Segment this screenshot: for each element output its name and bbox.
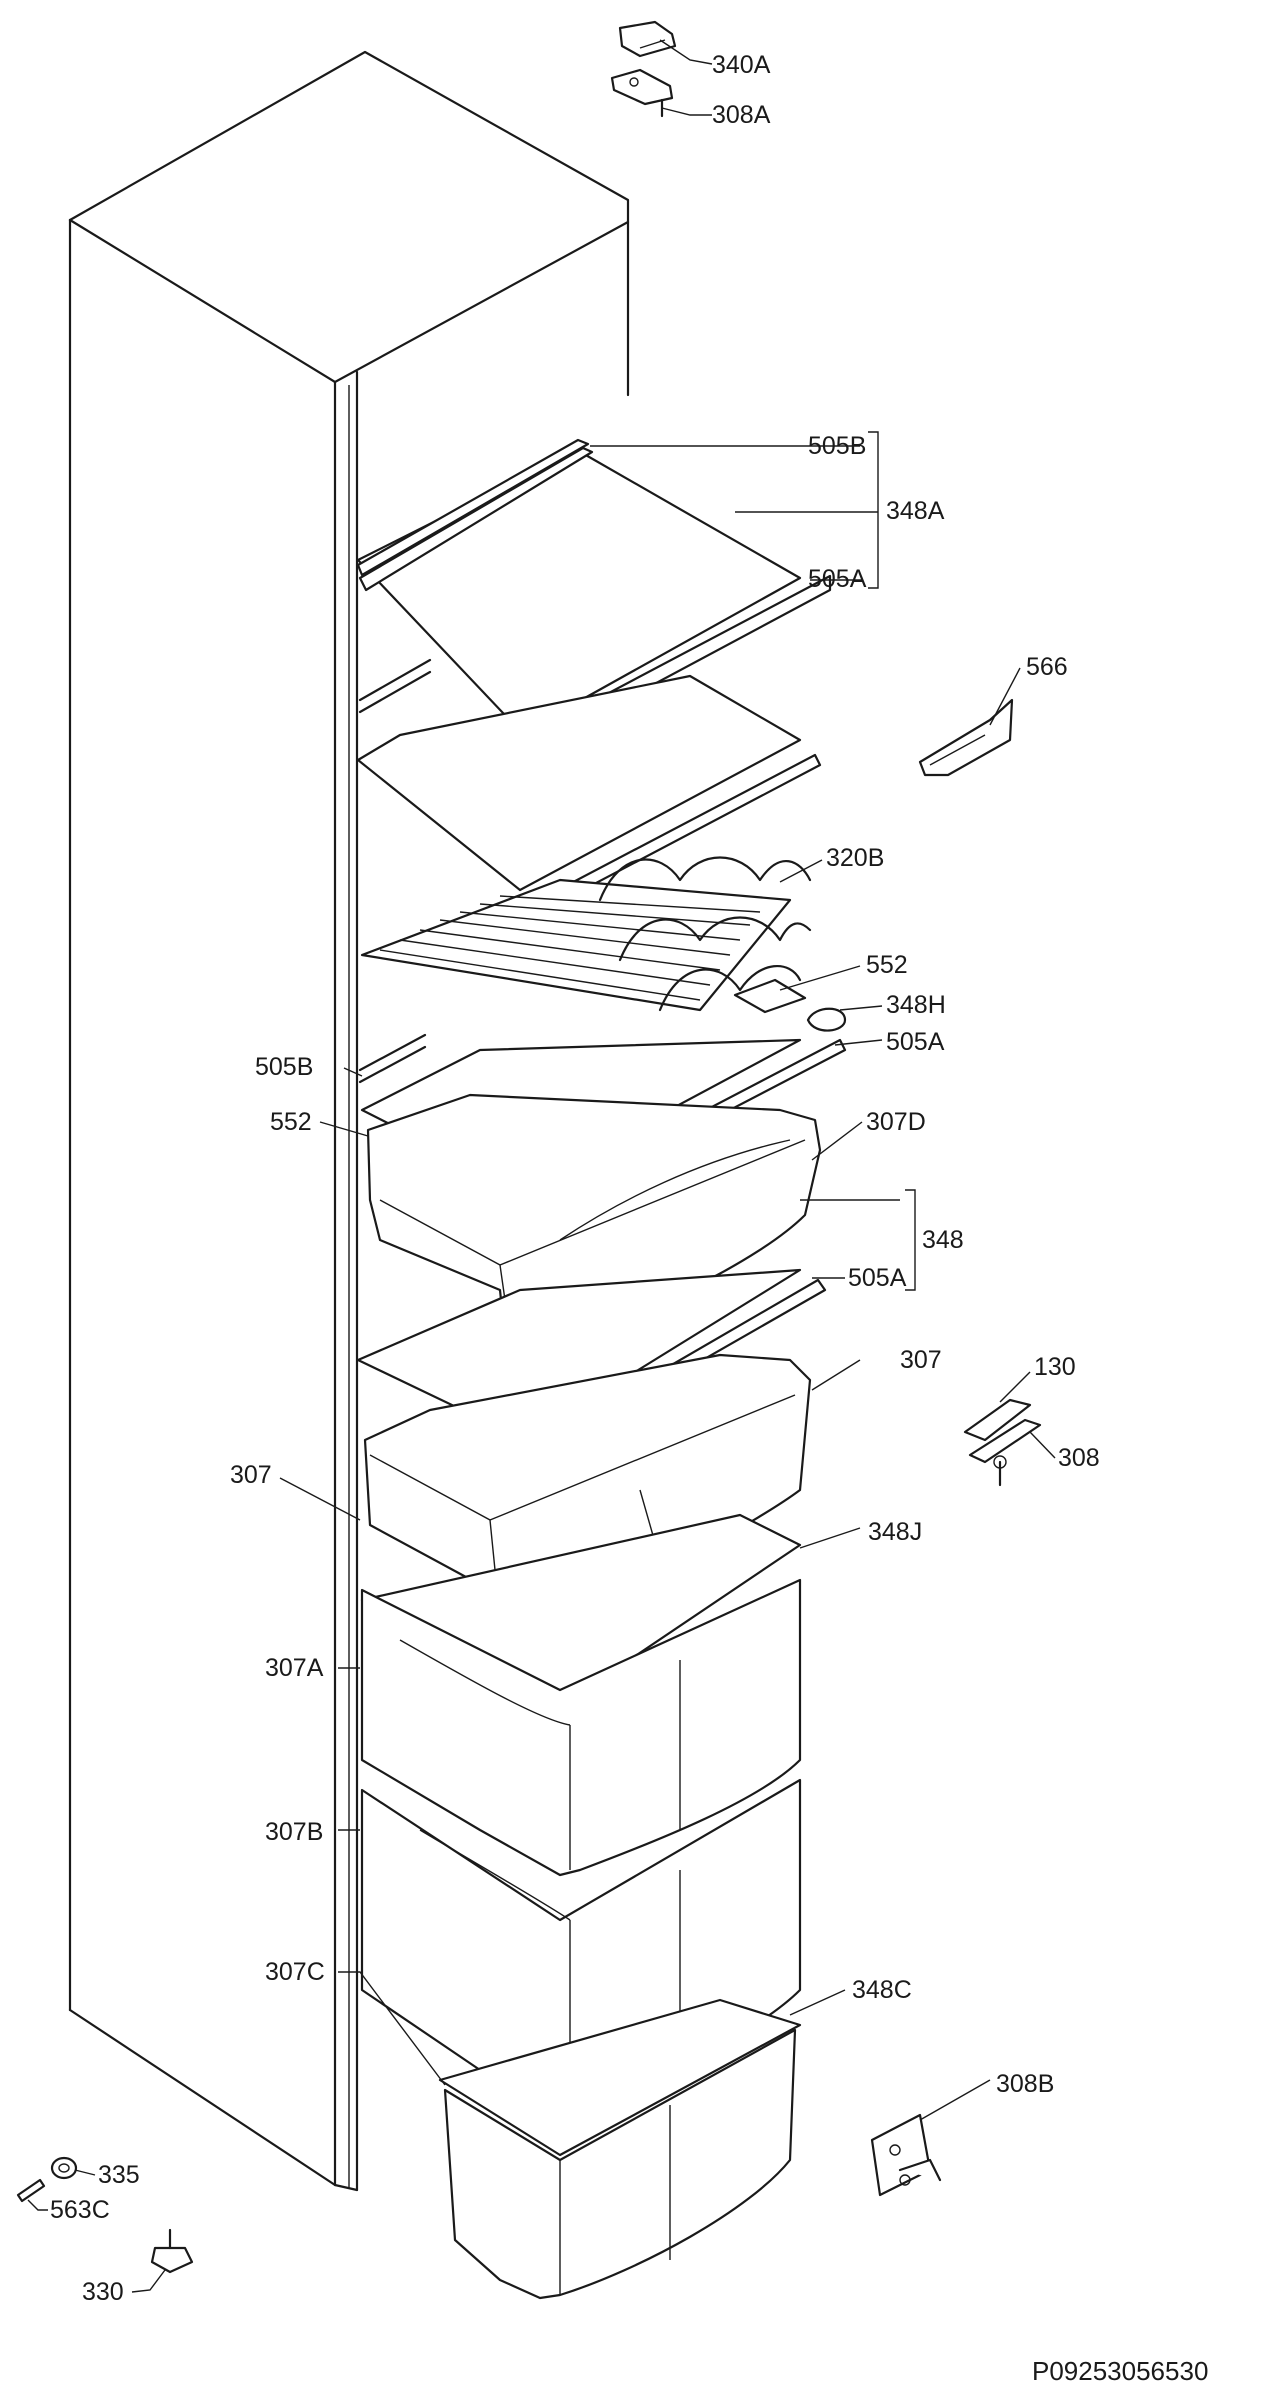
label-505a-low: 505A [848,1264,907,1292]
refrigerator-cabinet [68,50,630,2192]
label-335: 335 [98,2161,140,2189]
leader-lines [27,39,1056,2293]
label-505b-left: 505B [255,1053,313,1081]
bottom-hinge-308b [870,2113,942,2197]
label-505b-top: 505B [808,432,866,460]
bottle-rack-320b [598,856,812,1012]
label-340a: 340A [712,51,771,79]
label-307d: 307D [866,1108,926,1136]
label-308a: 308A [712,101,771,129]
drawer-307a [360,1578,802,1877]
drawing-code: P09253056530 [1032,2356,1208,2386]
glass-shelf-2 [356,658,822,924]
part-labels: 340A 308A 505B 348A 505A 566 320B 552 34… [50,51,1208,2386]
glass-shelf-348a [356,438,832,758]
label-308: 308 [1058,1444,1100,1472]
cover-348h [806,1007,847,1032]
label-348: 348 [922,1226,964,1254]
label-307-left: 307 [230,1461,272,1489]
label-307-right: 307 [900,1346,942,1374]
top-hinge-cover-340a [618,20,677,58]
label-307c: 307C [265,1958,325,1986]
label-552-right: 552 [866,951,908,979]
label-563c: 563C [50,2196,110,2224]
label-348h: 348H [886,991,946,1019]
label-330: 330 [82,2278,124,2306]
label-320b: 320B [826,844,884,872]
pin-563c [16,2178,46,2203]
label-348a: 348A [886,497,945,525]
middle-hinge-308 [968,1418,1042,1487]
middle-hinge-130 [963,1398,1032,1442]
bush-335 [50,2156,78,2180]
shelf-support-566 [918,698,1014,777]
label-348c: 348C [852,1976,912,2004]
glass-shelf-348c [438,1998,802,2157]
wire-shelf [360,878,792,1012]
top-hinge-308a [610,68,674,118]
label-505a-top: 505A [808,565,867,593]
label-505a-mid: 505A [886,1028,945,1056]
label-566: 566 [1026,653,1068,681]
label-552-left: 552 [270,1108,312,1136]
shelf-clip-552 [733,978,807,1014]
label-130: 130 [1034,1353,1076,1381]
foot-330 [150,2228,194,2274]
label-307a: 307A [265,1654,324,1682]
label-308b: 308B [996,2070,1054,2098]
drawer-307c [443,2028,797,2300]
label-348j: 348J [868,1518,922,1546]
label-307b: 307B [265,1818,323,1846]
